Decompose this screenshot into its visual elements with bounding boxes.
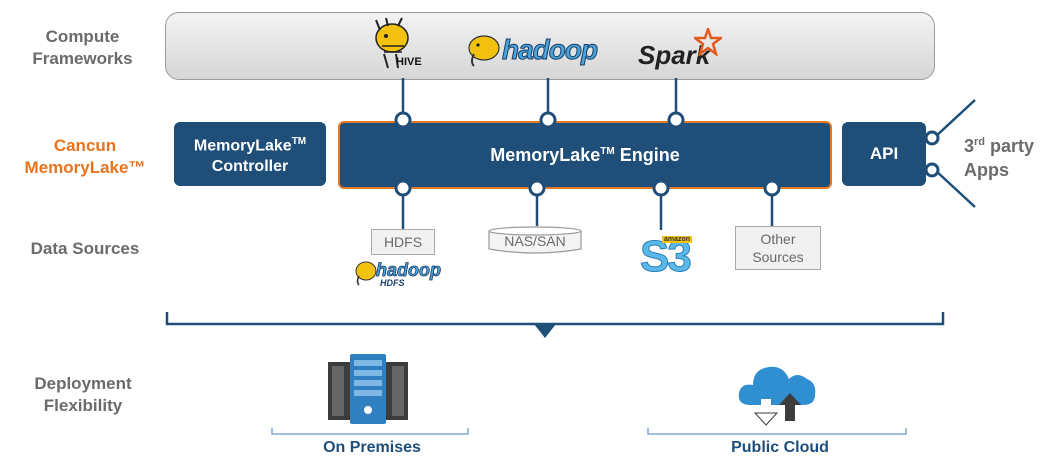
dot-hive <box>394 111 412 129</box>
hadoop-hdfs-subtext: HDFS <box>380 278 405 288</box>
hive-logo: HIVE <box>370 16 422 72</box>
hadoop-logo: hadoop <box>466 32 606 72</box>
api-box: API <box>842 122 926 186</box>
engine-tm: TM <box>600 145 615 157</box>
other-sources-line2: Sources <box>752 249 804 265</box>
dot-api-top <box>924 130 940 146</box>
on-premises-server <box>322 352 414 428</box>
compute-frameworks-label-line1: Compute <box>45 27 120 46</box>
server-rack-icon <box>328 354 408 424</box>
dot-hdfs <box>394 179 412 197</box>
dot-other <box>763 179 781 197</box>
dot-api-bottom <box>924 162 940 178</box>
amazon-s3-logo: S3 amazon <box>638 232 698 290</box>
deployment-label-line1: Deployment <box>34 374 132 393</box>
third-party-sup: rd <box>974 136 986 148</box>
bracket-arrow <box>534 324 556 338</box>
dot-spark <box>667 111 685 129</box>
dot-hadoop <box>539 111 557 129</box>
public-cloud-icon-wrap <box>735 357 821 427</box>
spark-logo: Spark <box>636 28 726 72</box>
hdfs-box: HDFS <box>371 229 435 255</box>
controller-label: Controller <box>211 158 289 176</box>
on-premises-label: On Premises <box>323 439 421 456</box>
controller-tm: TM <box>291 135 307 147</box>
third-party-apps-label: 3rd party Apps <box>964 130 1054 182</box>
hive-logo-text: HIVE <box>396 56 422 68</box>
controller-name: MemoryLake <box>193 137 292 155</box>
connector-api-top <box>934 99 976 138</box>
data-sources-label: Data Sources <box>30 239 140 258</box>
third-party-num: 3 <box>964 136 975 156</box>
memorylake-controller-box: MemoryLakeTM Controller <box>174 122 326 186</box>
nas-san-cylinder: NAS/SAN <box>487 225 583 257</box>
compute-frameworks-label: Compute Frameworks <box>20 26 145 70</box>
compute-frameworks-label-line2: Frameworks <box>32 49 133 68</box>
cancun-label-line2: MemoryLake™ <box>24 158 146 177</box>
hdfs-label: HDFS <box>383 234 423 250</box>
dot-s3 <box>652 179 670 197</box>
other-sources-box: Other Sources <box>735 226 821 270</box>
nas-san-label: NAS/SAN <box>504 233 566 249</box>
deployment-flexibility-label: Deployment Flexibility <box>18 373 148 417</box>
cancun-memorylake-label: Cancun MemoryLake™ <box>10 135 160 179</box>
s3-amazon-tag: amazon <box>662 236 693 243</box>
on-prem-underline <box>271 428 469 435</box>
other-sources-line1: Other <box>760 231 796 247</box>
engine-suffix: Engine <box>614 144 680 165</box>
nas-san-cylinder-icon <box>488 226 582 254</box>
public-cloud-underline <box>647 428 907 435</box>
compute-frameworks-bar <box>165 12 935 80</box>
third-party-rest: party <box>985 136 1035 156</box>
connector-api-bottom <box>934 169 976 208</box>
hadoop-hdfs-text: hadoop <box>376 260 442 281</box>
deployment-label-line2: Flexibility <box>43 396 123 415</box>
spark-star-icon <box>694 28 722 56</box>
engine-name: MemoryLake <box>490 144 601 165</box>
api-label: API <box>869 144 899 163</box>
hadoop-hdfs-logo: hadoop HDFS <box>354 258 449 292</box>
cancun-label-line1: Cancun <box>53 136 117 155</box>
dot-nas <box>528 179 546 197</box>
spark-logo-text: Spark <box>638 40 711 70</box>
public-cloud-label: Public Cloud <box>731 439 829 456</box>
hadoop-logo-text: hadoop <box>501 34 598 66</box>
hadoop-elephant-icon <box>468 35 500 67</box>
memorylake-engine-box: MemoryLakeTM Engine <box>338 121 832 189</box>
third-party-apps: Apps <box>964 160 1009 180</box>
hadoop-hdfs-elephant-icon <box>355 261 377 286</box>
cloud-sync-icon <box>738 366 816 426</box>
hive-icon <box>375 17 409 69</box>
